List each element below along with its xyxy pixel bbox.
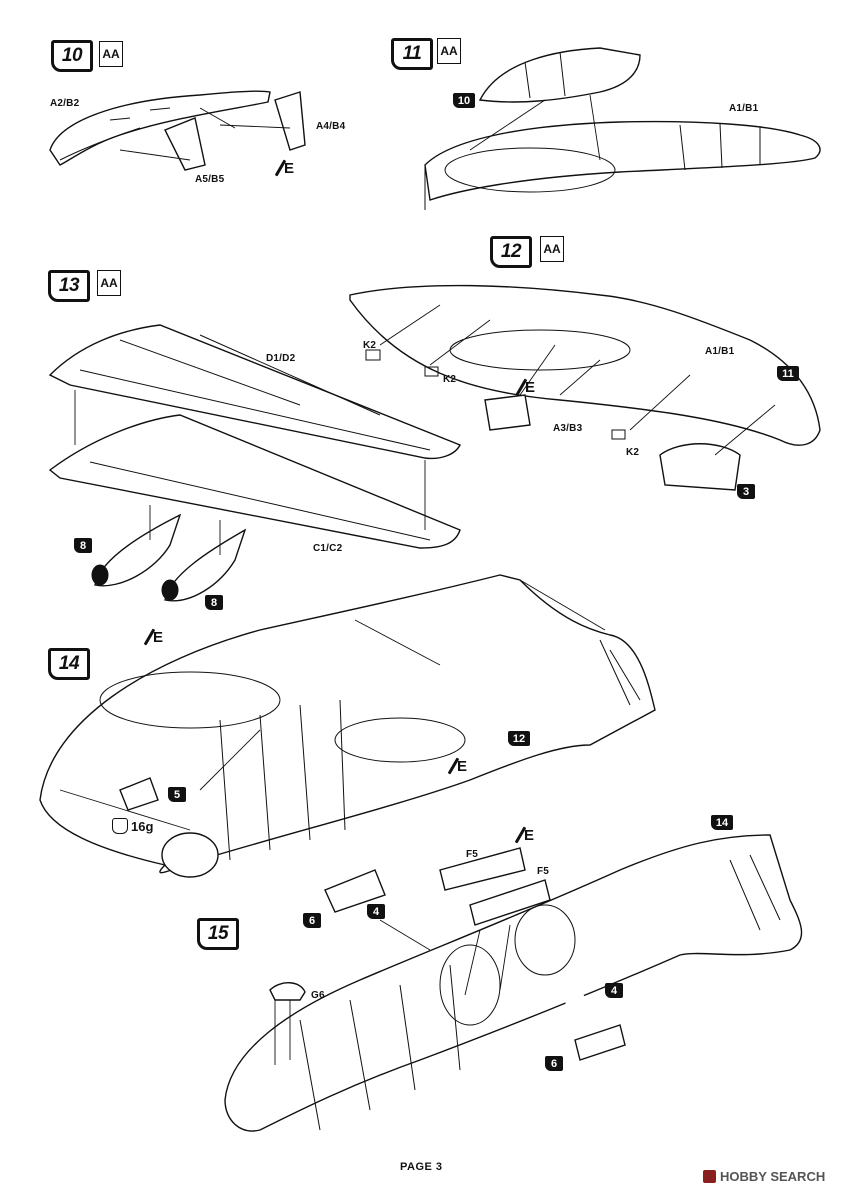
step13-drawing <box>48 324 461 602</box>
watermark-text: HOBBY SEARCH <box>720 1169 826 1184</box>
paint-code: E <box>284 159 295 177</box>
paint-e-marker: E <box>274 159 295 177</box>
aa-badge-icon: AA <box>437 38 461 64</box>
part-label: F5 <box>466 849 479 860</box>
step-number-15: 15 <box>197 918 239 950</box>
callout-5: 5 <box>168 787 186 802</box>
part-label: F5 <box>537 866 550 877</box>
hobby-search-logo-icon <box>703 1170 716 1183</box>
aa-badge-icon: AA <box>97 270 121 296</box>
paint-e-marker: E <box>447 757 468 775</box>
callout-6: 6 <box>545 1056 563 1071</box>
step-ref-12: 12 <box>508 731 530 746</box>
step-number-12: 12 <box>490 236 532 268</box>
paint-e-marker: E <box>515 378 536 396</box>
part-label: A1/B1 <box>705 346 735 357</box>
paint-code: E <box>153 628 164 646</box>
callout-3: 3 <box>737 484 755 499</box>
step14-drawing <box>39 574 656 878</box>
callout-8: 8 <box>205 595 223 610</box>
step12-drawing <box>349 284 821 491</box>
callout-6: 6 <box>303 913 321 928</box>
part-label: K2 <box>363 340 377 351</box>
step15-drawing <box>224 834 803 1132</box>
part-label: A5/B5 <box>195 174 225 185</box>
watermark: HOBBY SEARCH <box>703 1169 825 1184</box>
paint-code: E <box>524 826 535 844</box>
step-ref-14: 14 <box>711 815 733 830</box>
step-ref-11: 11 <box>777 366 799 381</box>
weight-marker: 16g <box>112 818 153 834</box>
step-number-10: 10 <box>51 40 93 72</box>
callout-4: 4 <box>367 904 385 919</box>
part-label: D1/D2 <box>266 353 296 364</box>
part-label: C1/C2 <box>313 543 343 554</box>
step11-drawing <box>424 47 821 210</box>
part-label: K2 <box>443 374 457 385</box>
aa-badge-icon: AA <box>99 41 123 67</box>
step-number-11: 11 <box>391 38 433 70</box>
part-label: A4/B4 <box>316 121 346 132</box>
step10-drawing <box>49 90 306 171</box>
paint-code: E <box>525 378 536 396</box>
callout-4: 4 <box>605 983 623 998</box>
part-label: A2/B2 <box>50 98 80 109</box>
part-label: G6 <box>311 990 325 1001</box>
step-number-13: 13 <box>48 270 90 302</box>
step-ref-10: 10 <box>453 93 475 108</box>
callout-8: 8 <box>74 538 92 553</box>
aa-badge-icon: AA <box>540 236 564 262</box>
weight-value: 16g <box>131 818 154 834</box>
part-label: A3/B3 <box>553 423 583 434</box>
part-label: A1/B1 <box>729 103 759 114</box>
page-number: PAGE 3 <box>400 1161 443 1173</box>
paint-code: E <box>457 757 468 775</box>
part-label: K2 <box>626 447 640 458</box>
paint-e-marker: E <box>514 826 535 844</box>
weight-icon <box>112 818 128 834</box>
paint-e-marker: E <box>143 628 164 646</box>
step-number-14: 14 <box>48 648 90 680</box>
